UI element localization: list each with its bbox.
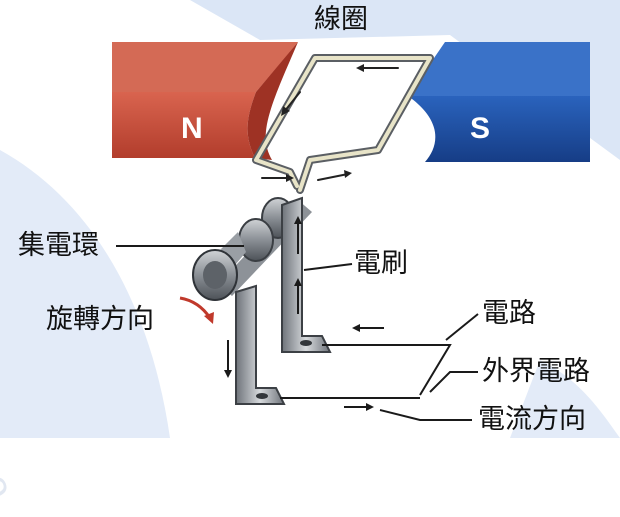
rotation-arrow — [179, 296, 214, 324]
diagram-canvas — [0, 0, 620, 438]
coil — [252, 54, 434, 194]
north-pole-label: N — [181, 112, 203, 145]
leader-lines — [116, 245, 479, 421]
external-circuit-label: 外界電路 — [482, 356, 590, 387]
current-direction-label: 電流方向 — [478, 404, 586, 435]
slip-ring-label: 集電環 — [18, 230, 99, 261]
background-decoration — [0, 0, 620, 438]
current-arrowheads — [224, 216, 374, 411]
south-magnet — [408, 42, 590, 162]
current-arrows — [227, 220, 384, 408]
south-pole-label: S — [470, 112, 491, 145]
brush-label: 電刷 — [354, 248, 408, 279]
north-magnet — [112, 42, 298, 160]
coil-label: 線圈 — [314, 4, 368, 35]
external-circuit-wires — [280, 344, 452, 399]
rotation-direction-label: 旋轉方向 — [46, 304, 154, 335]
circuit-label: 電路 — [482, 298, 536, 329]
brushes — [235, 196, 332, 405]
